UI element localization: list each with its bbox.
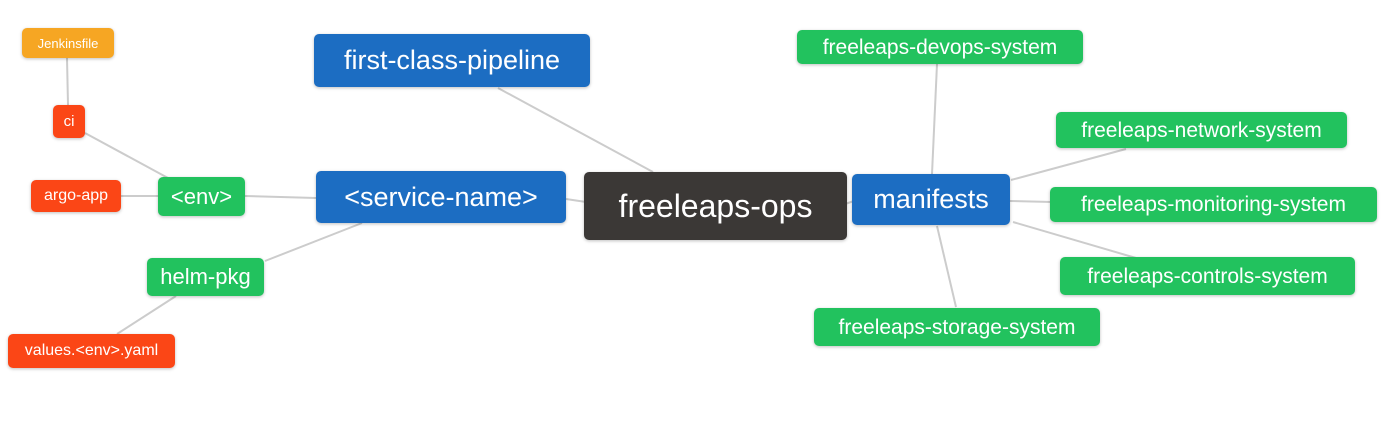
edge-line [264, 222, 363, 262]
node-values-env-yaml[interactable]: values.<env>.yaml [8, 334, 175, 368]
node-argo-app[interactable]: argo-app [31, 180, 121, 212]
node-service-name[interactable]: <service-name> [316, 171, 566, 223]
edge-line [1010, 148, 1127, 181]
node-freeleaps-controls-system[interactable]: freeleaps-controls-system [1060, 257, 1355, 295]
edge-line [497, 87, 654, 173]
node-first-class-pipeline[interactable]: first-class-pipeline [314, 34, 590, 87]
node-freeleaps-monitoring-system[interactable]: freeleaps-monitoring-system [1050, 187, 1377, 222]
node-env[interactable]: <env> [158, 177, 245, 216]
node-helm-pkg[interactable]: helm-pkg [147, 258, 264, 296]
node-freeleaps-devops-system[interactable]: freeleaps-devops-system [797, 30, 1083, 64]
edge-line [84, 132, 169, 179]
edge-line [1009, 200, 1053, 203]
node-freeleaps-network-system[interactable]: freeleaps-network-system [1056, 112, 1347, 148]
node-manifests[interactable]: manifests [852, 174, 1010, 225]
edge-line [936, 225, 957, 308]
edge-line [565, 198, 587, 203]
edge-line [931, 63, 938, 175]
edge-line [66, 57, 69, 106]
edge-line [116, 295, 177, 335]
node-ci[interactable]: ci [53, 105, 85, 138]
edge-line [244, 195, 317, 199]
node-freeleaps-storage-system[interactable]: freeleaps-storage-system [814, 308, 1100, 346]
edge-line [1012, 221, 1137, 259]
node-freeleaps-ops[interactable]: freeleaps-ops [584, 172, 847, 240]
node-jenkinsfile[interactable]: Jenkinsfile [22, 28, 114, 58]
